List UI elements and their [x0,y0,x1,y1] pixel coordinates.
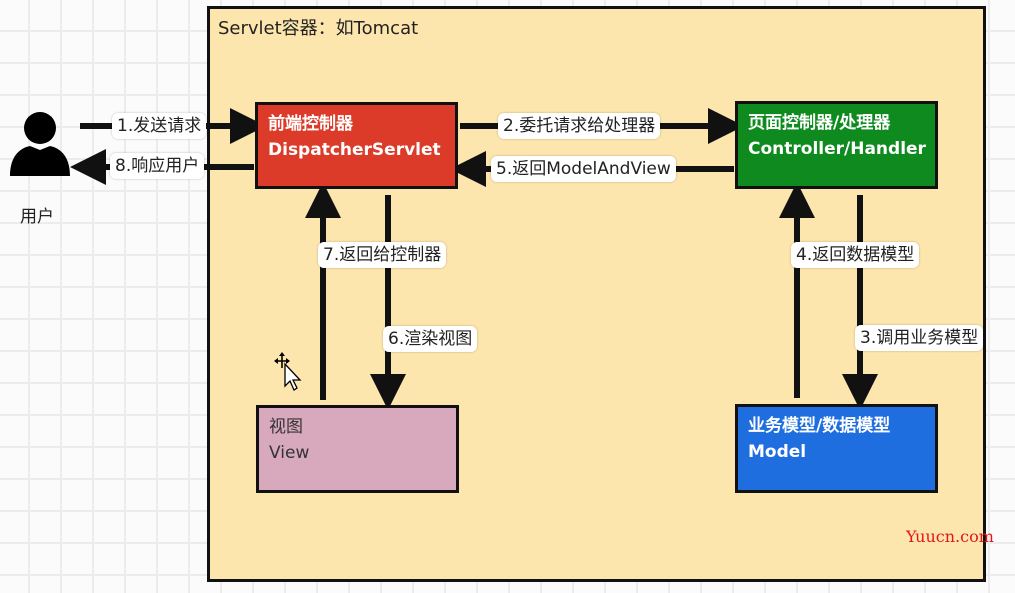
user-icon [10,112,70,176]
view-box: 视图 View [256,405,459,493]
move-cursor-icon [274,352,302,391]
edge-label-1: 1.发送请求 [112,113,207,139]
model-title-cn: 业务模型/数据模型 [748,416,891,436]
model-title-en: Model [748,442,807,462]
edge-label-6: 6.渲染视图 [383,326,478,352]
container-title: Servlet容器：如Tomcat [218,18,419,39]
dispatcher-title-cn: 前端控制器 [268,114,353,134]
dispatcher-servlet-box: 前端控制器 DispatcherServlet [255,102,458,189]
controller-handler-box: 页面控制器/处理器 Controller/Handler [735,101,938,189]
controller-title-en: Controller/Handler [748,139,926,159]
view-title-en: View [269,443,310,463]
edge-label-4: 4.返回数据模型 [791,242,920,268]
dispatcher-title-en: DispatcherServlet [268,140,441,160]
edge-label-2: 2.委托请求给处理器 [498,113,661,139]
controller-title-cn: 页面控制器/处理器 [748,113,891,133]
edge-label-7: 7.返回给控制器 [318,242,447,268]
model-box: 业务模型/数据模型 Model [735,404,938,493]
user-label: 用户 [20,207,54,227]
edge-label-8: 8.响应用户 [110,153,205,179]
watermark: Yuucn.com [906,527,994,546]
edge-label-3: 3.调用业务模型 [855,325,984,351]
view-title-cn: 视图 [269,417,303,437]
edge-label-5: 5.返回ModelAndView [491,156,676,182]
